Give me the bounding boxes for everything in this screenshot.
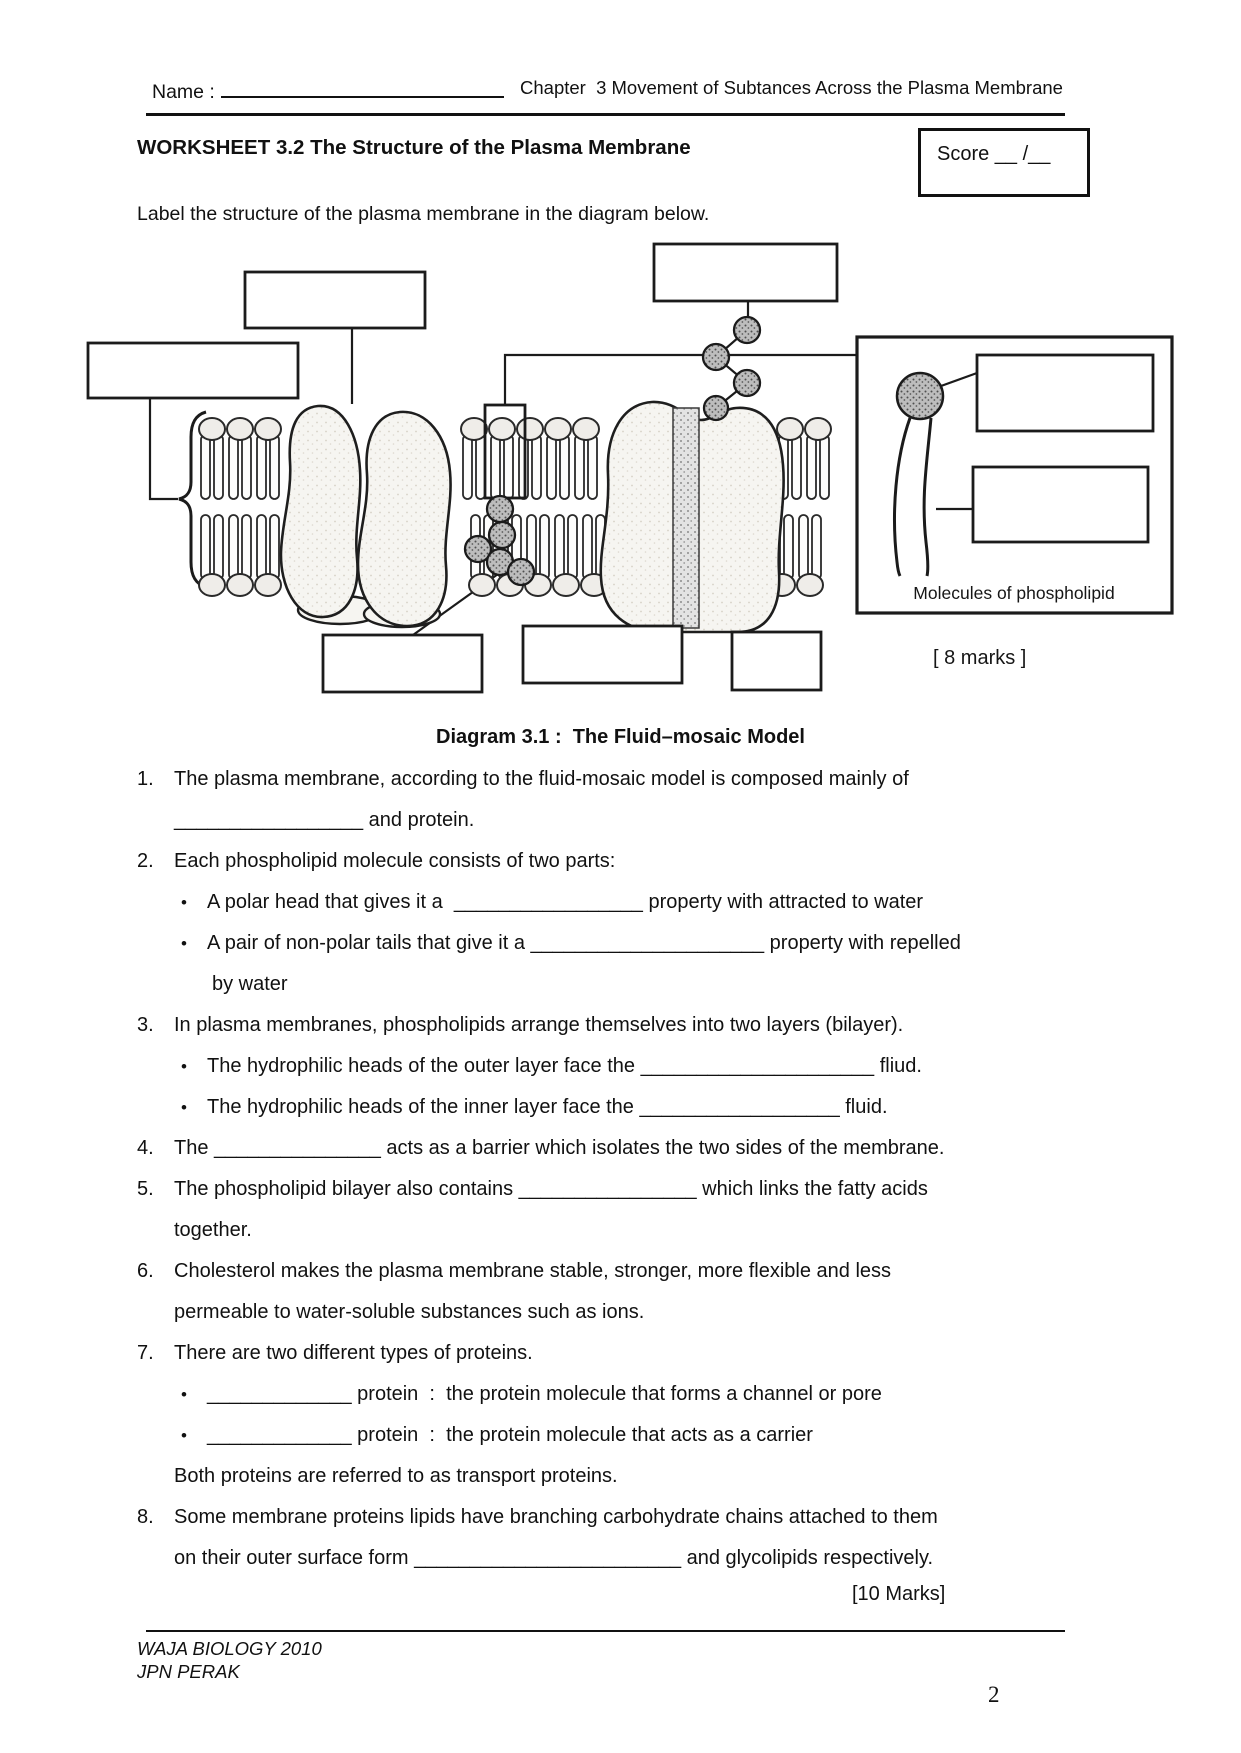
membrane-diagram: Molecules of phospholipid [ 8 marks ] — [86, 242, 1174, 694]
question-row: 3. In plasma membranes, phospholipids arr… — [137, 1014, 1137, 1055]
channel-strip — [672, 407, 700, 629]
protein-blob-left — [279, 404, 362, 619]
item-text: Each phospholipid molecule consists of t… — [174, 850, 616, 872]
chapter-heading: Chapter 3 Movement of Subtances Across t… — [520, 77, 1063, 98]
glycolipid-beads — [463, 494, 536, 587]
item-text: The plasma membrane, according to the fl… — [174, 768, 909, 790]
bilayer-brace — [178, 410, 207, 589]
item-text: Some membrane proteins lipids have branc… — [174, 1506, 938, 1528]
question-row: on their outer surface form ____________… — [137, 1547, 1137, 1588]
score-box: Score __ /__ — [918, 128, 1090, 197]
item-text: The hydrophilic heads of the inner layer… — [207, 1096, 888, 1118]
bullet-icon: • — [181, 1385, 187, 1404]
item-number: 4. — [137, 1137, 154, 1159]
item-text: permeable to water-soluble substances su… — [174, 1301, 645, 1323]
question-row: Both proteins are referred to as transpo… — [137, 1465, 1137, 1506]
phospholipid-molecule-tails — [893, 417, 912, 577]
question-row: • The hydrophilic heads of the inner laye… — [137, 1096, 1137, 1137]
bullet-icon: • — [181, 1098, 187, 1117]
item-text: The phospholipid bilayer also contains _… — [174, 1178, 928, 1200]
protein-blob-left2 — [356, 410, 452, 628]
label-box-top-center — [243, 270, 427, 330]
label-box-tail — [971, 465, 1150, 544]
panel-leader-head — [940, 371, 978, 388]
question-row: 2. Each phospholipid molecule consists of… — [137, 850, 1137, 891]
panel-caption: Molecules of phospholipid — [913, 583, 1114, 603]
question-list: 1. The plasma membrane, according to the … — [137, 768, 1137, 1588]
question-row: • A polar head that gives it a __________… — [137, 891, 1137, 932]
label-box-bottom-1 — [321, 633, 484, 694]
item-number: 2. — [137, 850, 154, 872]
item-text: There are two different types of protein… — [174, 1342, 533, 1364]
item-text: Both proteins are referred to as transpo… — [174, 1465, 618, 1487]
page-number: 2 — [988, 1682, 1000, 1707]
item-text: by water — [212, 973, 288, 995]
label-box-bottom-3 — [730, 630, 823, 692]
question-row: • _____________ protein : the protein mol… — [137, 1424, 1137, 1465]
footer-rule — [146, 1630, 1065, 1632]
item-text: _________________ and protein. — [174, 809, 475, 831]
item-text: The hydrophilic heads of the outer layer… — [207, 1055, 922, 1077]
question-row: by water — [137, 973, 1137, 1014]
question-row: permeable to water-soluble substances su… — [137, 1301, 1137, 1342]
marks-8-label: [ 8 marks ] — [933, 647, 1026, 669]
label-box-top-right — [652, 242, 839, 303]
question-row: _________________ and protein. — [137, 809, 1137, 850]
footer-source: WAJA BIOLOGY 2010 — [137, 1638, 322, 1659]
phospholipid-molecule-head — [895, 371, 945, 421]
leader-line-left-box — [148, 398, 178, 501]
question-row: • A pair of non-polar tails that give it … — [137, 932, 1137, 973]
item-text: The _______________ acts as a barrier wh… — [174, 1137, 945, 1159]
diagram-caption: Diagram 3.1 : The Fluid–mosaic Model — [436, 726, 805, 748]
bullet-icon: • — [181, 893, 187, 912]
item-text: _____________ protein : the protein mole… — [207, 1424, 813, 1446]
question-row: • _____________ protein : the protein mol… — [137, 1383, 1137, 1424]
item-number: 1. — [137, 768, 154, 790]
item-text: on their outer surface form ____________… — [174, 1547, 934, 1569]
question-row: 5. The phospholipid bilayer also contains… — [137, 1178, 1137, 1219]
item-text: _____________ protein : the protein mole… — [207, 1383, 882, 1405]
question-row: 4. The _______________ acts as a barrier … — [137, 1137, 1137, 1178]
item-number: 5. — [137, 1178, 154, 1200]
name-blank-line — [220, 77, 504, 98]
total-marks-label: [10 Marks] — [852, 1583, 946, 1605]
item-text: In plasma membranes, phospholipids arran… — [174, 1014, 904, 1036]
instruction-text: Label the structure of the plasma membra… — [137, 203, 710, 225]
footer-org: JPN PERAK — [137, 1661, 240, 1682]
question-row: together. — [137, 1219, 1137, 1260]
name-label: Name : — [152, 81, 215, 103]
item-number: 8. — [137, 1506, 154, 1528]
header-rule — [146, 113, 1065, 116]
item-number: 7. — [137, 1342, 154, 1364]
item-number: 3. — [137, 1014, 154, 1036]
label-box-head — [975, 353, 1155, 433]
label-box-bottom-2 — [521, 624, 684, 685]
name-row: Name : — [152, 77, 504, 104]
item-text: A polar head that gives it a ___________… — [207, 891, 924, 913]
phospholipid-panel: Molecules of phospholipid — [855, 335, 1174, 615]
bullet-icon: • — [181, 1057, 187, 1076]
question-row: 8. Some membrane proteins lipids have bra… — [137, 1506, 1137, 1547]
carbohydrate-chain-beads — [701, 315, 762, 422]
item-text: together. — [174, 1219, 252, 1241]
bullet-icon: • — [181, 1426, 187, 1445]
question-row: • The hydrophilic heads of the outer laye… — [137, 1055, 1137, 1096]
label-box-left — [86, 341, 300, 400]
bullet-icon: • — [181, 934, 187, 953]
item-text: Cholesterol makes the plasma membrane st… — [174, 1260, 892, 1282]
score-label: Score __ /__ — [937, 143, 1051, 165]
phospholipid-molecule-tails — [922, 417, 933, 577]
item-text: A pair of non-polar tails that give it a… — [207, 932, 961, 954]
connector-to-panel — [503, 353, 857, 405]
worksheet-title: WORKSHEET 3.2 The Structure of the Plasm… — [137, 136, 691, 159]
question-row: 1. The plasma membrane, according to the … — [137, 768, 1137, 809]
question-row: 6. Cholesterol makes the plasma membrane … — [137, 1260, 1137, 1301]
question-row: 7. There are two different types of prote… — [137, 1342, 1137, 1383]
item-number: 6. — [137, 1260, 154, 1282]
